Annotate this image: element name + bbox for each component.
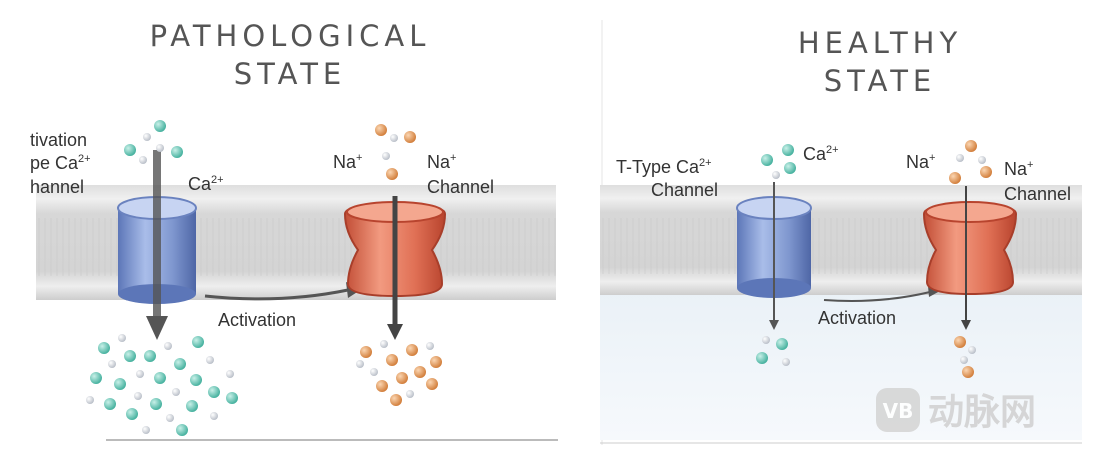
healthy-title-line2: STATE: [824, 64, 937, 98]
svg-text:Na+: Na+: [906, 152, 935, 172]
svg-text:hannel: hannel: [30, 177, 84, 197]
healthy-title-line1: HEALTHY: [798, 26, 962, 60]
watermark-logo-icon: [876, 388, 920, 432]
watermark: VB 动脉网: [876, 388, 1036, 433]
pathological-na-sup: +: [356, 152, 362, 164]
pathological-na-label: Na: [333, 152, 357, 172]
pathological-na-ions-top: [375, 124, 416, 180]
svg-text:Na+: Na+: [427, 152, 456, 172]
pathological-ca-label: Ca: [188, 174, 212, 194]
pathological-ca-ions-top: [124, 120, 183, 164]
svg-text:T-Type Ca2+: T-Type Ca2+: [616, 157, 712, 177]
svg-text:Ca2+: Ca2+: [803, 144, 839, 164]
healthy-t-channel-line1: T-Type Ca: [616, 157, 700, 177]
healthy-na-ions-top: [949, 140, 992, 184]
healthy-na-channel-line1: Na: [1004, 159, 1028, 179]
pathological-t-channel-label-line1: tivation: [30, 130, 87, 150]
healthy-t-channel-line2: Channel: [651, 180, 718, 200]
healthy-na-channel-line2: Channel: [1004, 184, 1071, 204]
pathological-na-channel-sup: +: [450, 152, 456, 164]
svg-text:pe Ca2+: pe Ca2+: [30, 153, 91, 173]
healthy-na-sup: +: [929, 152, 935, 164]
pathological-panel: PATHOLOGICAL STATE tivation pe Ca2+ hann…: [30, 19, 558, 441]
healthy-ca-ions-bottom: [756, 336, 790, 366]
healthy-na-label: Na: [906, 152, 930, 172]
pathological-ca-sup: 2+: [211, 174, 224, 186]
healthy-t-channel-sup: 2+: [699, 157, 712, 169]
pathological-activation-arrow: [204, 288, 349, 301]
pathological-na-ions-cloud: [356, 340, 442, 406]
svg-text:Ca2+: Ca2+: [188, 174, 224, 194]
pathological-ca-influx-arrowhead: [146, 316, 168, 340]
pathological-t-channel-label-line3: hannel: [30, 177, 84, 197]
svg-text:Na+: Na+: [1004, 159, 1033, 179]
pathological-na-channel-line1: Na: [427, 152, 451, 172]
pathological-ca-ions-cloud: [86, 334, 238, 436]
healthy-sodium-channel: [922, 201, 1018, 296]
pathological-title-line2: STATE: [234, 57, 347, 91]
watermark-logo-glyph: VB: [883, 399, 914, 423]
pathological-title-line1: PATHOLOGICAL: [150, 19, 431, 53]
pathological-na-channel-line2: Channel: [427, 177, 494, 197]
healthy-ca-sup: 2+: [826, 144, 839, 156]
watermark-text: 动脉网: [928, 392, 1036, 433]
healthy-ca-ions-top: [761, 144, 796, 179]
healthy-na-channel-sup: +: [1027, 159, 1033, 171]
healthy-na-ions-bottom: [954, 336, 976, 378]
svg-text:tivation: tivation: [30, 130, 87, 150]
healthy-ca-label: Ca: [803, 144, 827, 164]
healthy-activation-label: Activation: [818, 308, 896, 328]
healthy-activation-arrow: [823, 291, 931, 302]
pathological-t-channel-label-sup: 2+: [78, 153, 91, 165]
svg-text:Na+: Na+: [333, 152, 362, 172]
pathological-activation-label: Activation: [218, 310, 296, 330]
pathological-t-channel-label-line2: pe Ca: [30, 153, 79, 173]
healthy-panel: HEALTHY STATE T-Type Ca2+ Channel Ca2+: [600, 26, 1082, 444]
